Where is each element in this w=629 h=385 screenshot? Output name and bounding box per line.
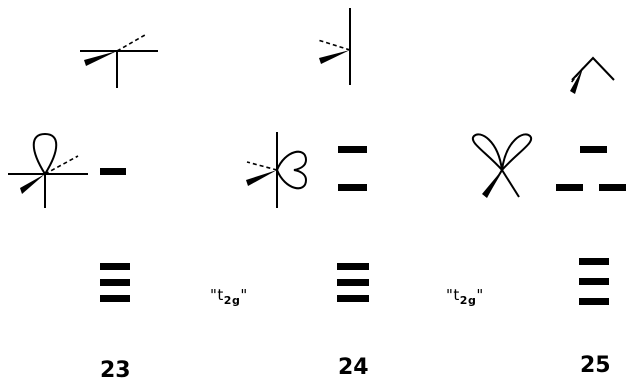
t2g-label: "t2g" — [446, 286, 484, 307]
bond-line — [501, 169, 520, 198]
structure-23-orbital — [8, 132, 88, 208]
energy-level-bar — [100, 263, 130, 270]
structure-number: 25 — [580, 353, 611, 378]
p-orbital-lobe — [32, 132, 58, 176]
structure-number: 23 — [100, 358, 131, 383]
energy-level-bar — [100, 279, 130, 286]
dashed-bond — [246, 161, 278, 171]
structure-23-geometry — [80, 34, 158, 88]
dashed-bond — [44, 155, 79, 175]
d-orbital-lobe — [275, 150, 308, 190]
energy-level-bar — [580, 146, 607, 153]
structure-25-geometry — [569, 56, 615, 94]
d-orbital-lobe — [471, 133, 504, 174]
energy-level-bar — [338, 184, 367, 191]
dashed-bond — [317, 39, 351, 51]
structure-25-t2g-levels — [579, 258, 609, 305]
wedge-bond — [319, 50, 350, 64]
structure-number: 24 — [338, 355, 369, 380]
energy-level-bar — [100, 168, 126, 175]
structure-24-orbital — [246, 132, 308, 208]
energy-level-bar — [599, 184, 626, 191]
structure-25-upper-levels — [556, 146, 626, 191]
d-orbital-lobe — [500, 133, 533, 174]
energy-level-bar — [338, 146, 367, 153]
energy-level-bar — [579, 258, 609, 265]
t2g-label: "t2g" — [210, 286, 248, 307]
wedge-bond — [570, 68, 583, 94]
energy-level-bar — [579, 278, 609, 285]
dashed-bond — [569, 67, 584, 85]
energy-level-bar — [337, 295, 369, 302]
structure-24-t2g-levels — [337, 263, 369, 302]
wedge-bond — [84, 51, 117, 66]
dashed-bond — [116, 34, 146, 52]
wedge-bond — [246, 170, 277, 186]
wedge-bond — [482, 170, 502, 198]
bond-line — [571, 56, 615, 81]
energy-level-bar — [579, 298, 609, 305]
wedge-bond — [20, 174, 45, 194]
structure-25-orbital — [471, 133, 533, 198]
energy-level-bar — [337, 279, 369, 286]
structure-24-geometry — [317, 8, 351, 85]
energy-level-bar — [337, 263, 369, 270]
energy-level-bar — [556, 184, 583, 191]
structure-24-upper-levels — [338, 146, 367, 191]
energy-level-bar — [100, 295, 130, 302]
structure-23-t2g-levels — [100, 263, 130, 302]
